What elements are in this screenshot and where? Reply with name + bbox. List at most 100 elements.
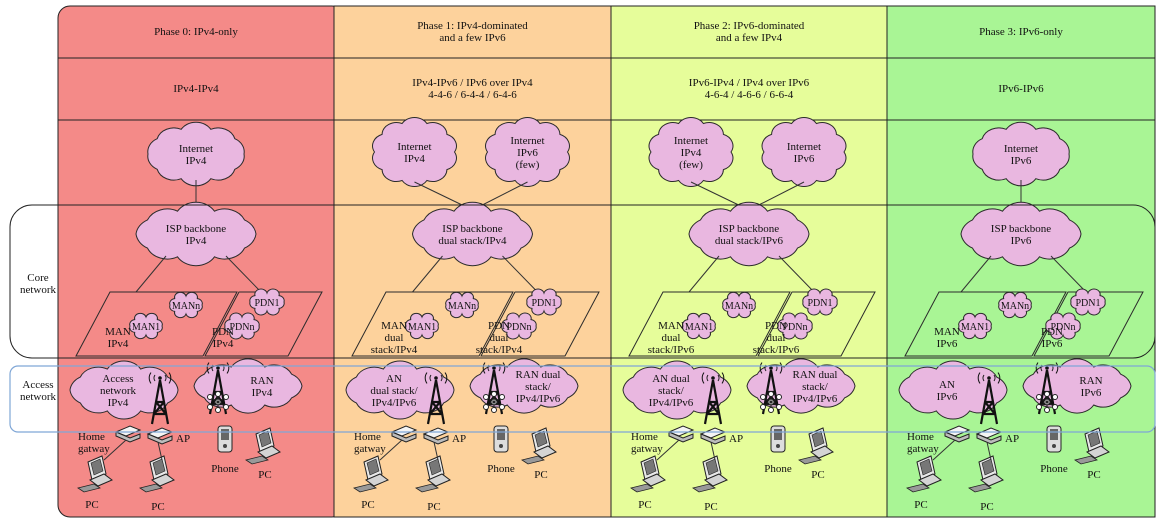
isp-backbone-label-line: dual stack/IPv4 xyxy=(438,235,507,247)
pdn-n-cloud: PDNn xyxy=(501,312,537,340)
phase-column-3: Phase 3: IPv6-onlyIPv6-IPv6InternetIPv6I… xyxy=(886,5,1156,518)
pc-label: PC xyxy=(151,501,164,513)
man-1-cloud-shape xyxy=(405,312,439,340)
access-network-label-line: AN dual xyxy=(652,373,690,385)
home-gateway-icon xyxy=(114,425,142,443)
ran-label-line: IPv4 xyxy=(252,387,273,399)
pc-label: PC xyxy=(980,501,993,513)
home-gateway-label-line: Home xyxy=(354,431,381,443)
pc-label: PC xyxy=(534,469,547,481)
access-network-label-line: network xyxy=(20,391,57,403)
internet-cloud xyxy=(648,117,734,187)
home-gateway-label-line: gatway xyxy=(78,443,110,455)
phase-title-line: and a few IPv6 xyxy=(439,32,506,44)
man-n-cloud-shape xyxy=(169,291,203,319)
access-network-cloud xyxy=(622,360,732,420)
pdn-1-cloud-shape xyxy=(526,288,562,316)
internet-cloud-label-line: Internet xyxy=(510,135,544,147)
phase-title-line: Phase 2: IPv6-dominated xyxy=(694,20,805,32)
home-gateway-label-line: Home xyxy=(907,431,934,443)
pdn-1-cloud-shape xyxy=(1070,288,1106,316)
isp-backbone-label-line: dual stack/IPv6 xyxy=(715,235,784,247)
radio-tower-icon xyxy=(424,372,448,425)
wireless-node-icon xyxy=(207,391,229,413)
man-label-line: MAN xyxy=(105,326,131,338)
pc-label: PC xyxy=(85,499,98,511)
transition-technology-line: IPv6-IPv4 / IPv4 over IPv6 xyxy=(689,77,810,89)
man-1-cloud-shape xyxy=(682,312,716,340)
pdn-1-cloud: PDN1 xyxy=(802,288,838,316)
internet-cloud-label-line: Internet xyxy=(179,143,213,155)
pdn-1-cloud-shape xyxy=(802,288,838,316)
ran-label-line: IPv4/IPv6 xyxy=(516,393,561,405)
isp-backbone-cloud xyxy=(960,201,1082,267)
radio-tower-icon xyxy=(977,372,1001,425)
phase-title-line: Phase 1: IPv4-dominated xyxy=(417,20,528,32)
pdn-1-cloud: PDN1 xyxy=(1070,288,1106,316)
man-label-line: stack/IPv4 xyxy=(371,344,418,356)
wireless-node-icon xyxy=(1036,391,1058,413)
transition-technology: IPv4-IPv4 xyxy=(173,83,219,95)
access-network-cloud xyxy=(345,360,455,420)
isp-backbone-label-line: ISP backbone xyxy=(719,223,780,235)
access-network-label-line: AN xyxy=(386,373,402,385)
pdn-region xyxy=(480,291,600,357)
home-gateway-icon xyxy=(667,425,695,443)
man-n-cloud: MANn xyxy=(445,291,479,319)
ran-label-line: IPv4/IPv6 xyxy=(793,393,838,405)
pdn-1-cloud-shape xyxy=(249,288,285,316)
transition-technology-line: IPv6-IPv6 xyxy=(998,83,1044,95)
transition-technology-line: IPv4-IPv6 / IPv6 over IPv4 xyxy=(412,77,533,89)
pdn-1-cloud-label: PDN1 xyxy=(1075,298,1100,309)
internet-cloud-label-line: IPv4 xyxy=(186,155,207,167)
isp-backbone-label-line: ISP backbone xyxy=(442,223,503,235)
ran-label-line: IPv6 xyxy=(1081,387,1102,399)
internet-cloud xyxy=(485,117,570,187)
ran-label-line: stack/ xyxy=(802,381,829,393)
pc-label: PC xyxy=(427,501,440,513)
ap-label: AP xyxy=(1005,433,1019,445)
pdn-label-line: dual xyxy=(490,332,509,344)
access-network-label-line: AN xyxy=(939,379,955,391)
man-1-cloud: MAN1 xyxy=(958,312,992,340)
pdn-n-cloud: PDNn xyxy=(777,312,813,340)
pc-label: PC xyxy=(1087,469,1100,481)
access-network-label-line: dual stack/ xyxy=(370,385,418,397)
phone-label: Phone xyxy=(487,463,515,475)
ran-label-line: RAN dual xyxy=(516,369,561,381)
access-network-cloud xyxy=(69,360,179,420)
pc-label: PC xyxy=(258,469,271,481)
core-network-region xyxy=(9,204,1156,359)
phase-title-line: Phase 0: IPv4-only xyxy=(154,26,238,38)
pdn-1-cloud: PDN1 xyxy=(526,288,562,316)
man-1-cloud-label: MAN1 xyxy=(132,322,160,333)
pc-label: PC xyxy=(638,499,651,511)
phone-label: Phone xyxy=(211,463,239,475)
internet-cloud-label-line: Internet xyxy=(397,141,431,153)
internet-cloud-label-line: (few) xyxy=(516,159,540,171)
pdn-n-cloud-label: PDNn xyxy=(782,322,807,333)
home-gateway-label-line: gatway xyxy=(907,443,939,455)
pdn-label-line: stack/IPv4 xyxy=(476,344,523,356)
man-n-cloud-shape xyxy=(998,291,1032,319)
home-gateway-label-line: Home xyxy=(78,431,105,443)
ran-label-line: RAN dual xyxy=(793,369,838,381)
pc-label: PC xyxy=(914,499,927,511)
ran-label-line: RAN xyxy=(1079,375,1102,387)
core-network-label-line: network xyxy=(20,284,57,296)
pdn-n-cloud-shape xyxy=(1045,312,1081,340)
